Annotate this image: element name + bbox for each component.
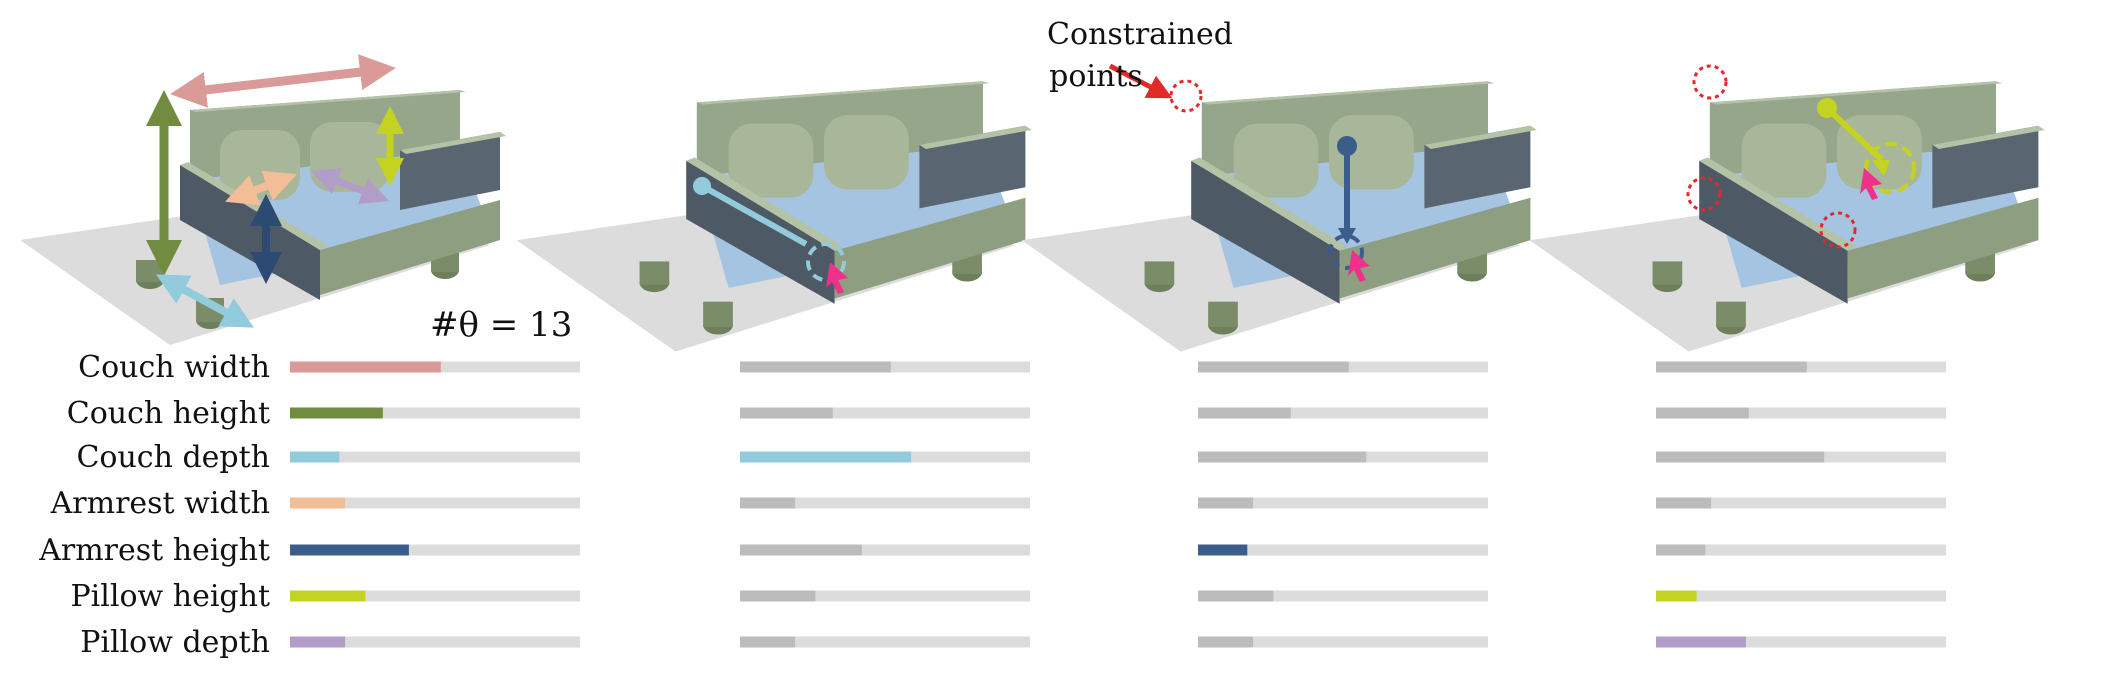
slider-fill-couch-depth [1656,451,1825,463]
callout-label-line2: points [1049,59,1143,94]
slider-track [1656,636,1946,648]
parameter-label: Couch depth [76,440,270,475]
drag-start-handle [693,177,711,195]
slider-fill-pillow-height [290,590,366,602]
couch-width-arrow [170,54,396,108]
slider-fill-couch-height [290,407,383,419]
slider-fill-pillow-depth [1198,636,1254,648]
couch-render-panel-4 [1529,81,2045,352]
slider-fill-couch-depth [740,451,912,463]
drag-start-handle [1337,136,1357,156]
parameter-label: Pillow depth [80,625,270,660]
slider-fill-armrest-width [290,497,346,509]
cursor-icon [826,262,848,294]
slider-track [740,544,1030,556]
slider-track [740,636,1030,648]
parameter-label: Couch height [67,396,270,431]
drag-start-handle [1817,98,1837,118]
slider-fill-armrest-width [1656,497,1712,509]
drag-target-ring [1328,234,1364,270]
slider-fill-couch-width [740,361,891,373]
slider-track [740,590,1030,602]
slider-track [290,407,580,419]
pillow-depth-arrow [310,167,390,205]
armrest-width-arrow [225,170,297,206]
cursor-icon [1348,250,1370,282]
slider-fill-armrest-height [290,544,409,556]
slider-track [1656,407,1946,419]
slider-track [1198,590,1488,602]
slider-fill-armrest-width [740,497,796,509]
callout-label-line1: Constrained [1047,17,1233,52]
slider-track [290,497,580,509]
slider-track [1198,636,1488,648]
drag-gesture-panel-4 [1686,64,1916,249]
slider-track [740,407,1030,419]
parameter-label: Couch width [78,350,270,385]
parameter-label: Armrest height [38,533,270,568]
slider-fill-pillow-depth [290,636,346,648]
constrained-point-marker [1819,211,1857,249]
slider-track [1198,407,1488,419]
slider-track [290,590,580,602]
couch-render-panel-2 [516,81,1032,352]
cursor-icon [1860,168,1882,200]
slider-fill-couch-width [1198,361,1349,373]
callout-arrow [1108,63,1173,99]
parameter-label: Pillow height [71,579,271,614]
constrained-point-marker [1169,79,1203,113]
drag-gesture-panel-2 [693,177,848,294]
slider-fill-armrest-height [1656,544,1706,556]
constrained-point-marker [1692,64,1728,100]
parameter-label: Armrest width [50,486,270,521]
slider-track [1198,544,1488,556]
slider-fill-couch-depth [290,451,340,463]
slider-fill-pillow-height [1656,590,1697,602]
slider-fill-couch-width [290,361,441,373]
couch-depth-arrow [155,274,255,328]
slider-track [290,636,580,648]
slider-fill-couch-height [740,407,833,419]
slider-track [1656,590,1946,602]
slider-fill-couch-height [1656,407,1749,419]
couch-render-panel-3 [1021,81,1537,352]
drag-target-ring [1864,142,1916,194]
slider-fill-armrest-height [1198,544,1248,556]
drag-target-ring [806,242,846,282]
slider-track [1656,497,1946,509]
slider-fill-armrest-width [1198,497,1254,509]
slider-fill-pillow-height [1198,590,1274,602]
slider-track [290,544,580,556]
parameter-count-label: #θ = 13 [430,305,572,345]
slider-fill-pillow-depth [740,636,796,648]
slider-fill-couch-depth [1198,451,1367,463]
slider-fill-pillow-height [740,590,816,602]
slider-track [1656,544,1946,556]
slider-track [290,451,580,463]
constrained-point-marker [1686,176,1722,212]
slider-fill-couch-height [1198,407,1291,419]
slider-fill-armrest-height [740,544,862,556]
slider-track [1198,497,1488,509]
slider-fill-pillow-depth [1656,636,1746,648]
parameter-arrows [146,54,404,328]
drag-gesture-panel-3 [1108,63,1370,282]
slider-track [740,497,1030,509]
parameter-sliders [290,361,1946,648]
slider-fill-couch-width [1656,361,1807,373]
